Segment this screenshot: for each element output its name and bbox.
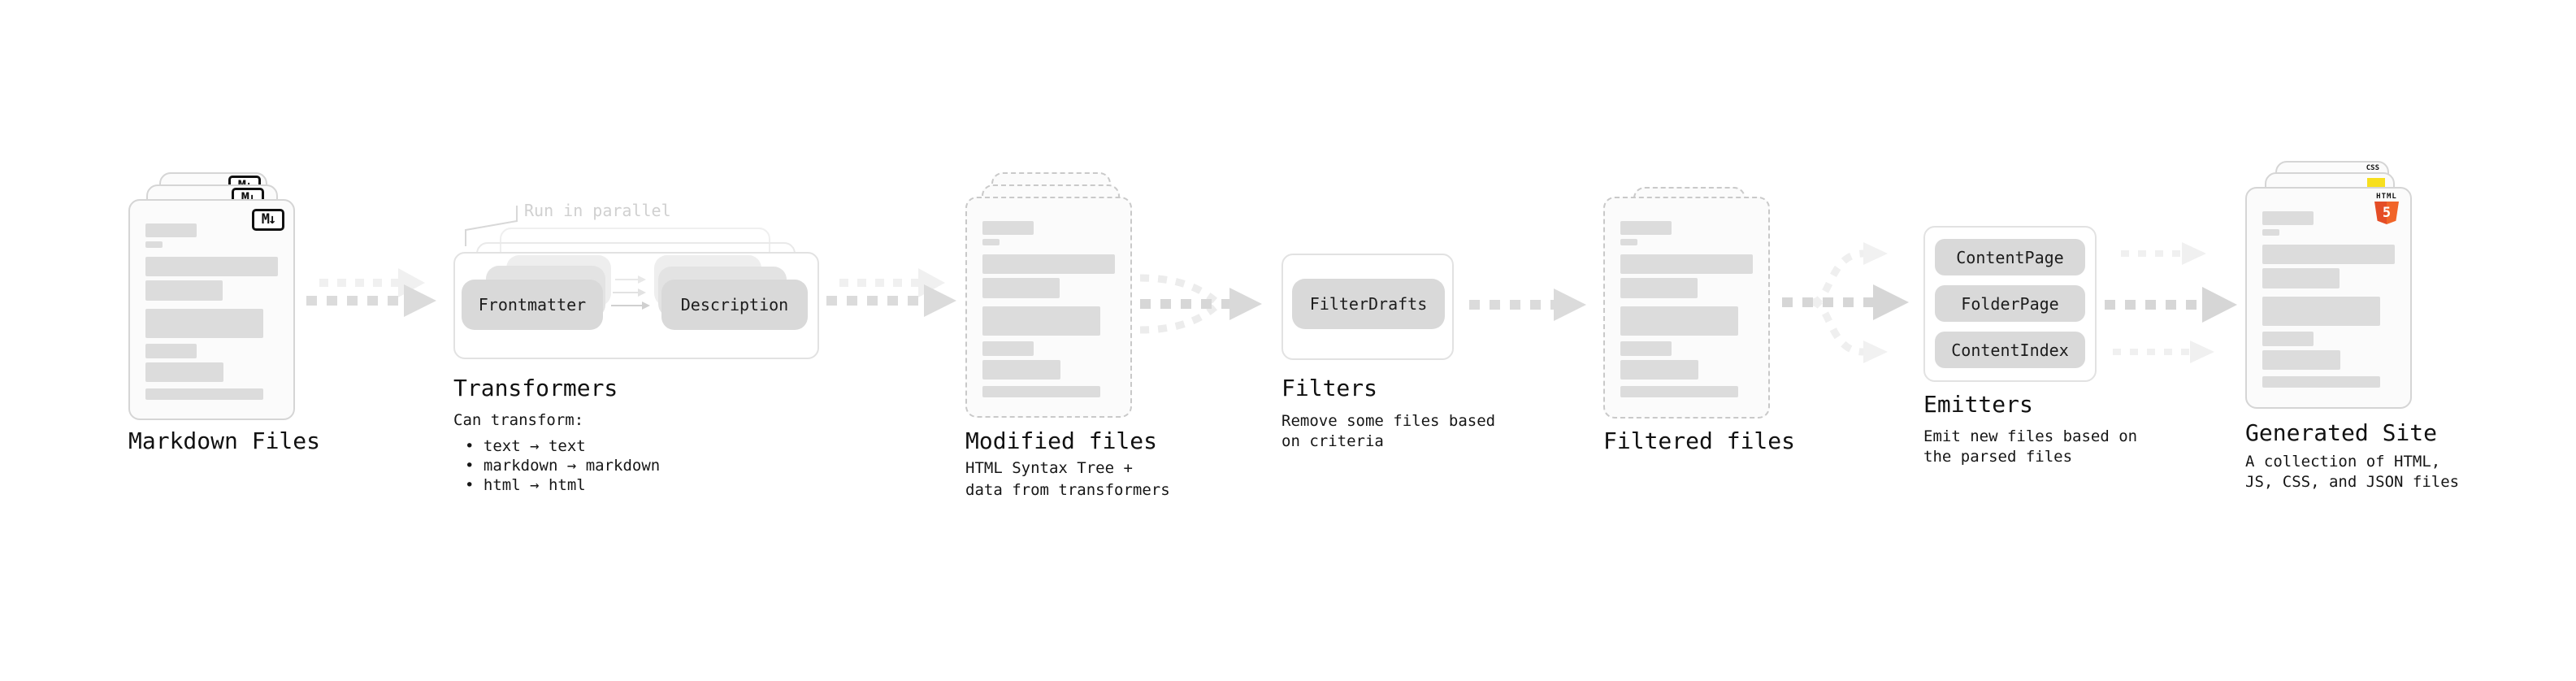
text-placeholder-bar [1620,254,1753,274]
transform-bullet: • text → text [465,437,586,455]
subtitle-line: the parsed files [1923,448,2073,466]
subtitle-line: HTML Syntax Tree + [965,459,1133,477]
text-placeholder-bar [2262,268,2340,288]
flow-arrow-filters-to-filtered [1469,288,1586,321]
transformers-description: Can transform: • text → text • markdown … [453,410,660,495]
transform-bullet: • html → html [465,476,586,494]
annotation-leader-line [465,206,518,246]
html5-icon-word: HTML [2376,193,2397,201]
folderpage-pill: FolderPage [1935,285,2085,322]
text-placeholder-bar [982,386,1100,397]
emitters-description: Emit new files based on the parsed files [1923,427,2137,467]
text-placeholder-bar [1620,341,1672,356]
text-placeholder-bar [2262,245,2395,264]
subtitle-line: on criteria [1281,432,1384,450]
subtitle-line: Remove some files based [1281,412,1496,430]
fan-in-arrow-to-filters [1139,274,1262,334]
text-placeholder-bar [982,221,1034,235]
subtitle-line: Emit new files based on [1923,427,2138,445]
text-placeholder-bar [1620,386,1738,397]
filtered-files-label: Filtered files [1603,427,1796,454]
markdown-file-card: M↓ [128,199,295,420]
filterdrafts-pill: FilterDrafts [1292,279,1445,329]
text-placeholder-bar [145,257,278,276]
text-placeholder-bar [2262,350,2340,370]
transformers-title: Transformers [453,375,618,401]
text-placeholder-bar [982,341,1034,356]
text-placeholder-bar [982,306,1100,336]
frontmatter-pill: Frontmatter [462,280,603,330]
generated-site-subtitle: A collection of HTML, JS, CSS, and JSON … [2245,452,2459,492]
markdown-icon: M↓ [252,209,284,231]
document-placeholder-lines [2247,189,2410,388]
run-in-parallel-annotation: Run in parallel [524,201,671,220]
text-placeholder-bar [1620,239,1637,245]
transform-bullet: • markdown → markdown [465,457,661,475]
html5-icon: HTML 5 [2373,193,2400,224]
text-placeholder-bar [1620,221,1672,235]
text-placeholder-bar [982,360,1060,380]
document-placeholder-lines [1605,198,1768,397]
document-placeholder-lines [130,201,293,400]
modified-file-card [965,197,1132,418]
html5-icon-number: 5 [2382,204,2392,221]
flow-arrow-transformers-to-modified [826,268,956,317]
text-placeholder-bar [145,362,223,382]
contentindex-pill: ContentIndex [1935,332,2085,368]
text-placeholder-bar [2262,211,2314,225]
description-pill: Description [661,280,808,330]
modified-files-label: Modified files [965,427,1158,454]
text-placeholder-bar [145,388,263,400]
text-placeholder-bar [1620,360,1698,380]
filtered-file-card [1603,197,1770,419]
flow-arrows-emitters-to-generated [2105,242,2237,363]
filters-title: Filters [1281,375,1378,401]
fan-out-arrow-to-emitters [1782,242,1909,363]
text-placeholder-bar [2262,297,2380,326]
text-placeholder-bar [982,239,1000,245]
can-transform-heading: Can transform: [453,411,584,429]
text-placeholder-bar [2262,376,2380,388]
subtitle-line: JS, CSS, and JSON files [2245,473,2460,491]
subtitle-line: A collection of HTML, [2245,453,2441,471]
document-placeholder-lines [967,198,1130,397]
text-placeholder-bar [2262,229,2279,236]
text-placeholder-bar [1620,306,1738,336]
modified-files-subtitle: HTML Syntax Tree + data from transformer… [965,458,1170,501]
js-icon [2367,178,2385,187]
generated-site-card-html: HTML 5 [2245,187,2412,409]
subtitle-line: data from transformers [965,481,1170,499]
text-placeholder-bar [982,278,1060,298]
flow-arrow-md-to-transformers [306,268,436,317]
text-placeholder-bar [145,280,223,301]
text-placeholder-bar [2262,332,2314,346]
pill-connector-arrows [611,275,650,310]
text-placeholder-bar [145,223,197,237]
text-placeholder-bar [982,254,1115,274]
text-placeholder-bar [145,241,163,248]
text-placeholder-bar [145,309,263,338]
filters-description: Remove some files based on criteria [1281,411,1495,452]
emitters-box: ContentPage FolderPage ContentIndex [1923,226,2097,382]
generated-site-label: Generated Site [2245,419,2438,446]
text-placeholder-bar [145,344,197,358]
emitters-title: Emitters [1923,391,2033,418]
contentpage-pill: ContentPage [1935,239,2085,275]
markdown-files-label: Markdown Files [128,427,321,454]
text-placeholder-bar [1620,278,1698,298]
